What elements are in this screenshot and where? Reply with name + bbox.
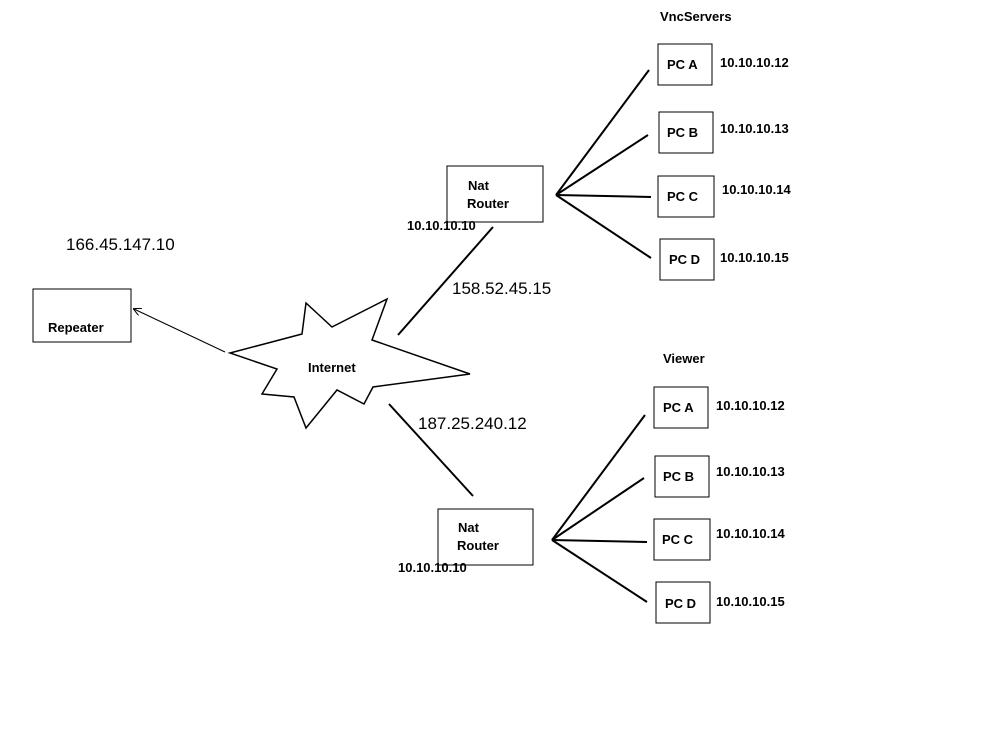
repeater-label: Repeater	[48, 320, 104, 335]
viewer-title: Viewer	[663, 351, 705, 366]
top-pc-d: PC D	[659, 238, 715, 281]
top-fan-lines	[555, 69, 652, 259]
bottom-fan-lines	[551, 414, 648, 603]
top-line-pc-c	[555, 194, 652, 198]
top-pc-d-ip: 10.10.10.15	[720, 250, 789, 265]
top-line-pc-a	[555, 69, 650, 196]
internet-node: Internet	[227, 297, 471, 430]
bottom-line-pc-c	[551, 539, 648, 543]
bottom-pc-d-label: PC D	[665, 596, 696, 611]
top-pc-c-box	[657, 175, 715, 218]
top-pc-a-ip: 10.10.10.12	[720, 55, 789, 70]
internet-cloud-shape	[227, 297, 471, 430]
bottom-pc-b-ip: 10.10.10.13	[716, 464, 785, 479]
top-router-lan-ip: 10.10.10.10	[407, 218, 476, 233]
top-router-box	[446, 165, 544, 223]
repeater-node: Repeater	[32, 288, 132, 343]
bottom-line-pc-a	[551, 414, 646, 541]
bottom-pc-d: PC D	[655, 581, 711, 624]
repeater-ip: 166.45.147.10	[66, 235, 175, 254]
bottom-router-label-1: Nat	[458, 520, 480, 535]
top-pc-b-box	[658, 111, 714, 154]
bottom-router-label-2: Router	[457, 538, 499, 553]
top-router-label-2: Router	[467, 196, 509, 211]
top-pc-c-ip: 10.10.10.14	[722, 182, 791, 197]
bottom-router-lan-ip: 10.10.10.10	[398, 560, 467, 575]
bottom-nat-router: Nat Router	[437, 508, 534, 566]
bottom-pc-c: PC C	[653, 518, 711, 561]
internet-to-repeater-arrow	[134, 309, 226, 353]
bottom-pc-d-box	[655, 581, 711, 624]
bottom-pc-a-box	[653, 386, 709, 429]
bottom-wan-link	[388, 403, 474, 497]
bottom-line-pc-d	[551, 539, 648, 603]
top-pc-b: PC B	[658, 111, 714, 154]
internet-label: Internet	[308, 360, 356, 375]
top-pc-b-label: PC B	[667, 125, 698, 140]
bottom-pc-a: PC A	[653, 386, 709, 429]
bottom-line-pc-b	[551, 477, 645, 541]
top-line-pc-b	[555, 134, 649, 196]
top-pc-a: PC A	[657, 43, 713, 86]
top-pc-d-box	[659, 238, 715, 281]
bottom-pc-c-ip: 10.10.10.14	[716, 526, 785, 541]
bottom-pc-d-ip: 10.10.10.15	[716, 594, 785, 609]
top-line-pc-d	[555, 194, 652, 259]
top-pc-c-label: PC C	[667, 189, 699, 204]
bottom-pc-c-box	[653, 518, 711, 561]
top-pc-a-box	[657, 43, 713, 86]
top-wan-ip: 158.52.45.15	[452, 279, 551, 298]
repeater-box	[32, 288, 132, 343]
bottom-wan-ip: 187.25.240.12	[418, 414, 527, 433]
bottom-pc-b: PC B	[654, 455, 710, 498]
bottom-pc-c-label: PC C	[662, 532, 694, 547]
bottom-pc-b-box	[654, 455, 710, 498]
bottom-pc-a-ip: 10.10.10.12	[716, 398, 785, 413]
top-wan-link	[397, 226, 494, 336]
top-pc-d-label: PC D	[669, 252, 700, 267]
top-pc-b-ip: 10.10.10.13	[720, 121, 789, 136]
bottom-pc-a-label: PC A	[663, 400, 694, 415]
top-router-label-1: Nat	[468, 178, 490, 193]
bottom-pc-b-label: PC B	[663, 469, 694, 484]
top-nat-router: Nat Router	[446, 165, 544, 223]
top-pc-a-label: PC A	[667, 57, 698, 72]
top-pc-c: PC C	[657, 175, 715, 218]
vncservers-title: VncServers	[660, 9, 732, 24]
bottom-router-box	[437, 508, 534, 566]
